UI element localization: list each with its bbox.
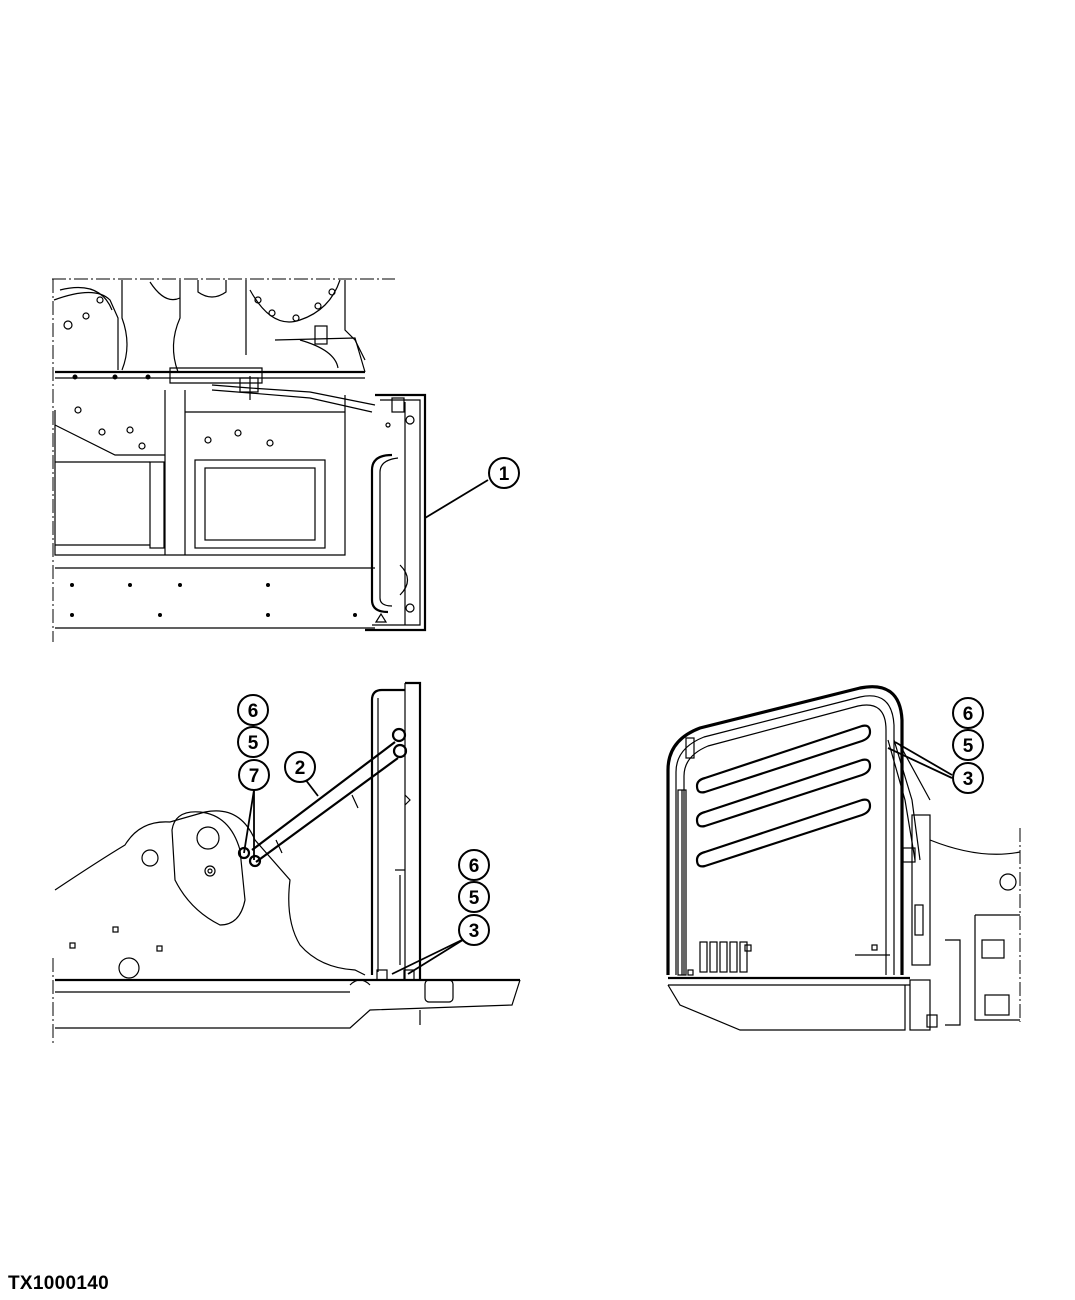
- callout-5-label: 5: [963, 736, 974, 757]
- callout-7-left: 7: [238, 759, 270, 791]
- callout-5-label: 5: [469, 888, 480, 909]
- figure-id-label: TX1000140: [8, 1273, 109, 1294]
- callout-5-right: 5: [952, 729, 984, 761]
- leader-lines: [243, 479, 953, 975]
- callout-1-label: 1: [499, 464, 510, 485]
- callout-6-right: 6: [952, 697, 984, 729]
- callout-7-label: 7: [249, 766, 260, 787]
- callout-1: 1: [488, 457, 520, 489]
- callout-3-left: 3: [458, 914, 490, 946]
- callout-6-left-lower: 6: [458, 849, 490, 881]
- callout-5-label: 5: [248, 733, 259, 754]
- callout-6-left-upper: 6: [237, 694, 269, 726]
- lower-left-view: [52, 681, 521, 1045]
- callout-2-left: 2: [284, 751, 316, 783]
- lower-right-view: [666, 685, 1021, 1031]
- callout-6-label: 6: [248, 701, 259, 722]
- callout-3-right: 3: [952, 762, 984, 794]
- callout-3-label: 3: [963, 769, 974, 790]
- callout-2-label: 2: [295, 758, 306, 779]
- callout-3-label: 3: [469, 921, 480, 942]
- callout-6-label: 6: [469, 856, 480, 877]
- callout-5-left-upper: 5: [237, 726, 269, 758]
- callout-5-left-lower: 5: [458, 881, 490, 913]
- top-view: [52, 278, 427, 642]
- callout-6-label: 6: [963, 704, 974, 725]
